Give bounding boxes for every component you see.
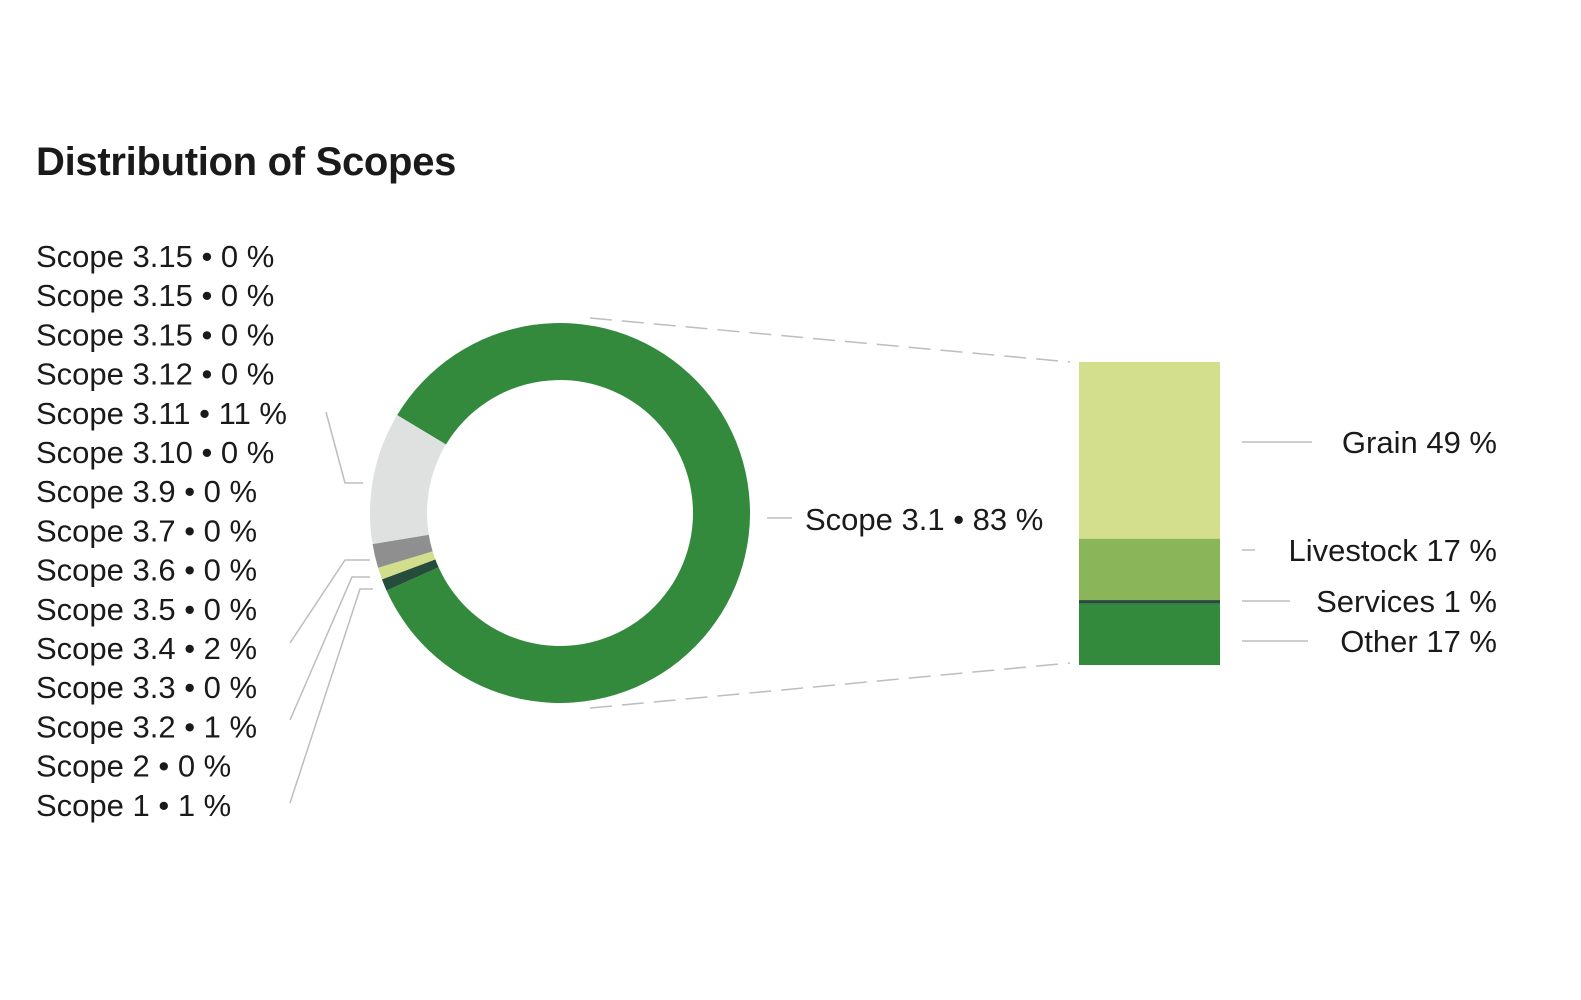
bar-segment <box>1079 600 1220 604</box>
bar-label: Grain 49 % <box>1342 425 1497 460</box>
donut-slice <box>386 323 750 703</box>
leader-line <box>289 576 370 721</box>
legend-label: Scope 3.6 • 0 % <box>36 553 257 588</box>
bar-label: Livestock 17 % <box>1289 533 1498 568</box>
legend-label: Scope 3.11 • 11 % <box>36 396 287 431</box>
legend-label: Scope 3.15 • 0 % <box>36 239 274 274</box>
legend-label: Scope 3.10 • 0 % <box>36 435 274 470</box>
legend-label: Scope 3.7 • 0 % <box>36 513 257 548</box>
legend-label: Scope 3.12 • 0 % <box>36 357 274 392</box>
bar-segment <box>1079 538 1220 601</box>
donut-slice <box>378 551 436 580</box>
chart-title: Distribution of Scopes <box>36 140 457 184</box>
legend-label: Scope 3.3 • 0 % <box>36 670 257 705</box>
connector-line <box>589 662 1071 709</box>
legend-label: Scope 3.9 • 0 % <box>36 474 257 509</box>
donut-label: Scope 3.1 • 83 % <box>805 502 1043 537</box>
donut-slice <box>372 534 433 568</box>
legend-label: Scope 2 • 0 % <box>36 749 231 784</box>
bar-label: Other 17 % <box>1340 624 1497 659</box>
donut-slice <box>381 559 439 591</box>
bar-segment <box>1079 362 1220 539</box>
leader-line <box>325 411 363 484</box>
connector-line <box>589 317 1071 363</box>
legend-label: Scope 3.5 • 0 % <box>36 592 257 627</box>
donut-slice <box>370 415 446 545</box>
leader-line <box>289 588 373 804</box>
legend-label: Scope 3.4 • 2 % <box>36 631 257 666</box>
bar-label: Services 1 % <box>1316 584 1497 619</box>
legend-label: Scope 3.15 • 0 % <box>36 317 274 352</box>
legend-label: Scope 1 • 1 % <box>36 788 231 823</box>
bar-segment <box>1079 603 1220 665</box>
leader-line <box>289 559 370 644</box>
legend-label: Scope 3.15 • 0 % <box>36 278 274 313</box>
legend-label: Scope 3.2 • 1 % <box>36 709 257 744</box>
